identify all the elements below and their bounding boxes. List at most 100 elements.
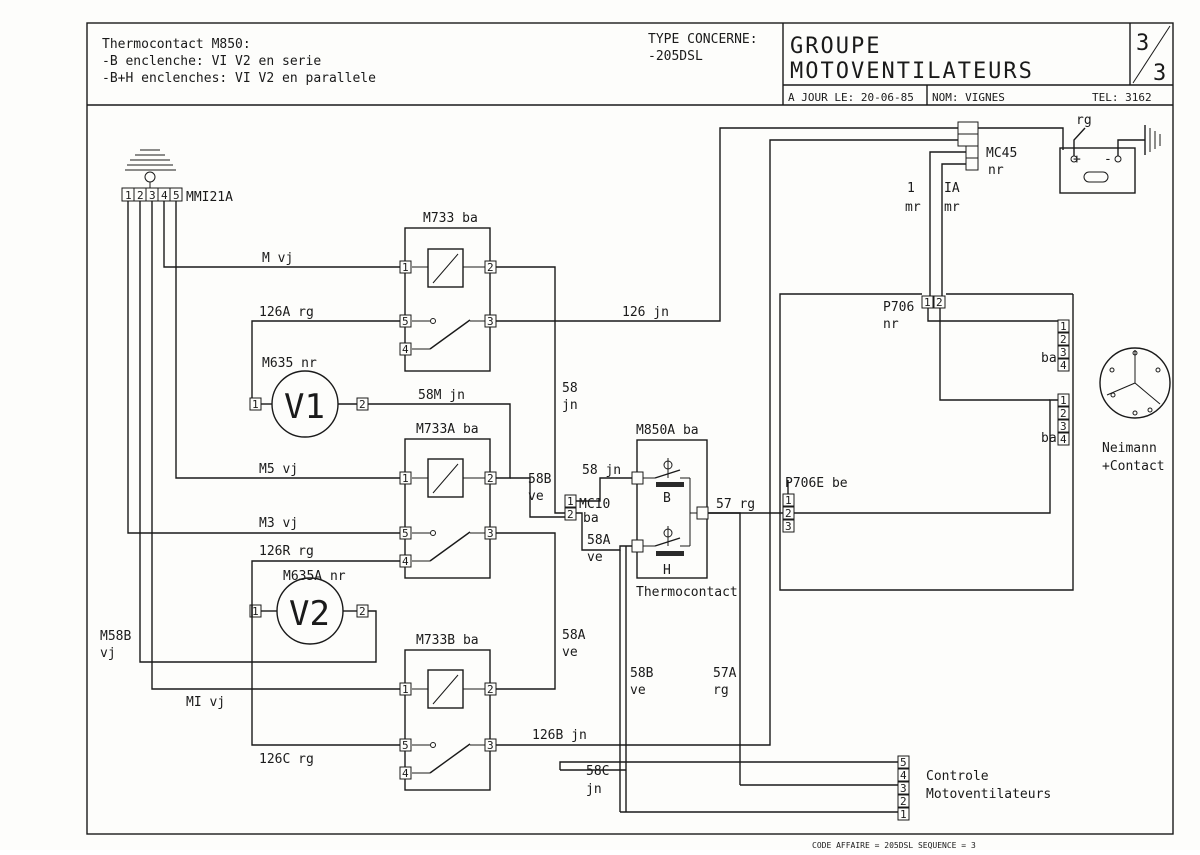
neiman-bot-sub: ba [1041, 431, 1057, 446]
wire-58b-top: 58B [528, 472, 552, 487]
fan-symbol-icon [125, 149, 176, 188]
p706e-pin-1: 1 [785, 494, 792, 507]
controle-pin-5: 5 [900, 756, 907, 769]
p706e-connector: 1 2 3 P706E be [782, 476, 848, 533]
wire-58b-bottom: ve [528, 489, 544, 504]
battery-minus: - [1104, 152, 1112, 167]
mc10-connector: 1 2 MC10 ba [564, 494, 610, 526]
neiman-bot-pin-3: 3 [1060, 420, 1067, 433]
controle-pin-2: 2 [900, 795, 907, 808]
wire-57: 57 rg [716, 497, 755, 512]
fan-motor-m635: M635 nr V1 1 2 [249, 356, 369, 438]
wire-58-top: 58 [562, 381, 578, 396]
wire-mi: MI vj [186, 695, 225, 710]
m733-pin-3: 3 [487, 315, 494, 328]
note-line-3: -B+H enclenches: VI V2 en parallele [102, 71, 376, 86]
m733a-pin-5: 5 [402, 527, 409, 540]
wires-left [127, 201, 400, 690]
wire-58a-bottom: ve [587, 550, 603, 565]
mc45-label: MC45 [986, 146, 1017, 161]
wire-58c-bottom: jn [586, 782, 602, 797]
mc10-label: MC10 [579, 497, 610, 512]
mm121a-pin-2: 2 [137, 189, 144, 202]
m635a-pin-1: 1 [252, 605, 259, 618]
mc10-pin-1: 1 [567, 495, 574, 508]
wire-1-bottom: mr [905, 200, 921, 215]
relay-contact-icon [429, 531, 471, 562]
neiman-connector-top: 1 2 3 4 ba [1041, 319, 1070, 372]
mc45-sub: nr [988, 163, 1004, 178]
p706e-pin-2: 2 [785, 507, 792, 520]
mm121a-connector: 1 2 3 4 5 MMI21A [121, 149, 233, 205]
type-label: TYPE CONCERNE: [648, 32, 758, 47]
m733b-label: M733B ba [416, 633, 479, 648]
relay-m733b: M733B ba 1 2 5 3 4 [399, 633, 497, 791]
mm121a-pin-4: 4 [161, 189, 168, 202]
mc10-pin-2: 2 [567, 508, 574, 521]
wire-58a-b-bottom: ve [562, 645, 578, 660]
m733b-pin-3: 3 [487, 739, 494, 752]
name-label: NOM: VIGNES [932, 91, 1005, 104]
m850a-b: B [663, 491, 671, 506]
controle-pin-1: 1 [900, 808, 907, 821]
neiman-top-pin-2: 2 [1060, 333, 1067, 346]
m733a-pin-1: 1 [402, 472, 409, 485]
m733b-pin-2: 2 [487, 683, 494, 696]
p706-label: P706 [883, 300, 914, 315]
thermo-switch-h-icon [643, 526, 690, 556]
wire-m3: M3 vj [259, 516, 298, 531]
m733-label: M733 ba [423, 211, 478, 226]
mm121a-pin-3: 3 [149, 189, 156, 202]
type-value: -205DSL [648, 49, 703, 64]
wire-126a: 126A rg [259, 305, 314, 320]
mm121a-label: MMI21A [186, 190, 233, 205]
p706e-pin-3: 3 [785, 520, 792, 533]
group-title-line2: MOTOVENTILATEURS [790, 59, 1034, 84]
footer-code: CODE AFFAIRE = 205DSL SEQUENCE = 3 [812, 841, 976, 850]
sheet-number: 3 [1136, 31, 1151, 56]
wire-m5: M5 vj [259, 462, 298, 477]
wires-middle [251, 127, 958, 746]
wire-58b-ve-top: 58B [630, 666, 654, 681]
neiman-top-pin-1: 1 [1060, 320, 1067, 333]
wire-1a-bottom: mr [944, 200, 960, 215]
neiman-bot-pin-2: 2 [1060, 407, 1067, 420]
m635a-pin-2: 2 [359, 605, 366, 618]
neiman-top-pin-4: 4 [1060, 359, 1067, 372]
wire-m58b-bottom: vj [100, 646, 116, 661]
p706-pin-2: 2 [936, 296, 943, 309]
p706-pin-1: 1 [924, 296, 931, 309]
mc45-connector: MC45 nr [929, 121, 1064, 178]
m850a-caption: Thermocontact [636, 585, 738, 600]
m635-pin-1: 1 [252, 398, 259, 411]
m733b-pin-1: 1 [402, 683, 409, 696]
m733a-pin-3: 3 [487, 527, 494, 540]
m850a-h: H [663, 563, 671, 578]
neiman-bot-pin-1: 1 [1060, 394, 1067, 407]
wire-m-vj: M vj [262, 251, 293, 266]
battery: + - rg [1059, 113, 1161, 194]
thermocontact-m850a: M850A ba B H Thermocontact [631, 423, 738, 600]
wires-thermocontact [560, 477, 898, 813]
m635-label: M635 nr [262, 356, 317, 371]
controle-pin-3: 3 [900, 782, 907, 795]
v1-symbol: V1 [284, 387, 325, 427]
title-block: Thermocontact M850: -B enclenche: VI V2 … [86, 22, 1174, 835]
fan-motor-m635a: M635A nr V2 1 2 [249, 569, 369, 645]
wire-1a-top: IA [944, 181, 960, 196]
m733-pin-1: 1 [402, 261, 409, 274]
m733-pin-5: 5 [402, 315, 409, 328]
relay-m733a: M733A ba 1 2 5 3 4 [399, 422, 497, 579]
wire-58c-top: 58C [586, 764, 609, 779]
wire-58jn: 58 jn [582, 463, 621, 478]
ground-symbol-icon [1144, 125, 1161, 155]
m733a-pin-4: 4 [402, 555, 409, 568]
m635-pin-2: 2 [359, 398, 366, 411]
wire-58-bottom: jn [562, 398, 578, 413]
wire-57a-top: 57A [713, 666, 737, 681]
tel-label: TEL: 3162 [1092, 91, 1152, 104]
date-label: A JOUR LE: 20-06-85 [788, 91, 914, 104]
mm121a-pin-1: 1 [125, 189, 132, 202]
